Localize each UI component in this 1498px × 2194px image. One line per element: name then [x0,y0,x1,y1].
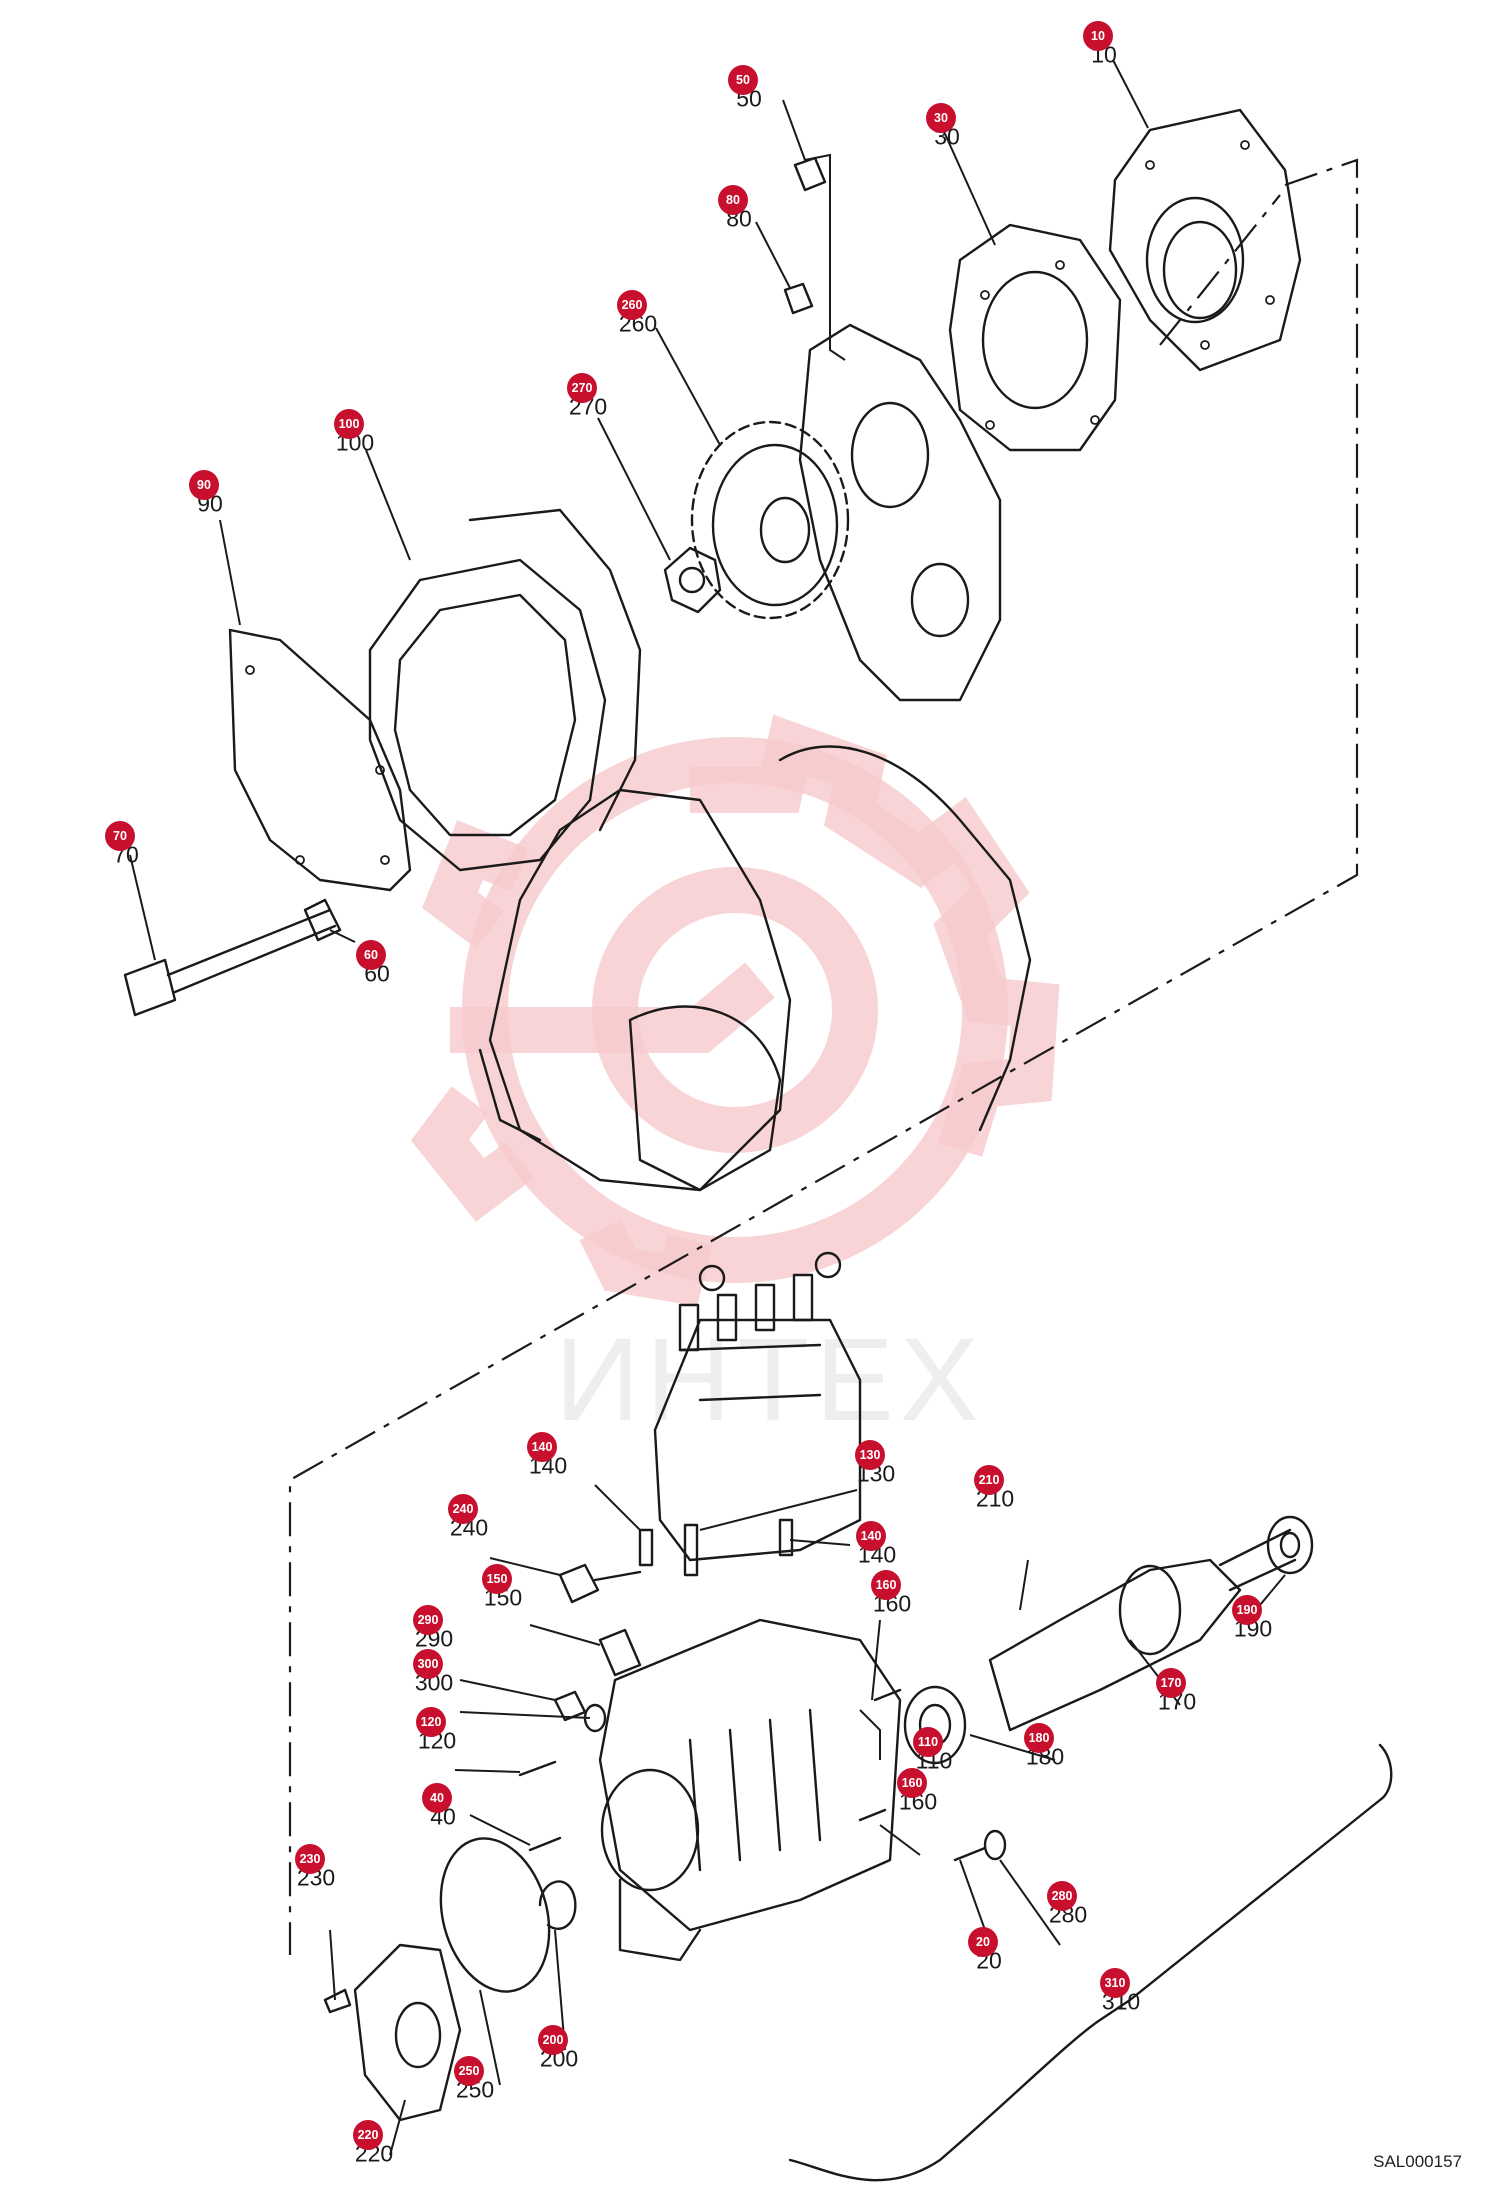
callout-200[interactable]: 200 [538,2025,568,2055]
callout-110[interactable]: 110 [913,1727,943,1757]
watermark-logo [410,714,1060,1307]
gear-case-plate [778,323,1032,1132]
part-50-80-bolts [783,156,827,315]
callout-190[interactable]: 190 [1232,1595,1262,1625]
callout-280[interactable]: 280 [1047,1881,1077,1911]
part-290-300-screw-washer [553,1690,607,1733]
part-90-cover [228,628,412,892]
callout-220[interactable]: 220 [353,2120,383,2150]
leader-lines [129,59,1286,2156]
callout-170[interactable]: 170 [1156,1668,1186,1698]
part-60-bolt [303,898,342,942]
callout-150[interactable]: 150 [482,1564,512,1594]
callout-260[interactable]: 260 [617,290,647,320]
part-30-gasket [948,223,1122,452]
injection-pump-body [598,1318,902,1962]
part-250-o-ring [439,1837,551,1993]
callout-90[interactable]: 90 [189,470,219,500]
engine-block-outline [478,788,792,1192]
callout-60[interactable]: 60 [356,940,386,970]
part-190-coupling [1266,1515,1314,1575]
part-200-clip [538,1880,577,1931]
part-170-camshaft [988,1528,1297,1732]
part-10-seal-housing [1108,108,1302,372]
part-310-bracket [788,1743,1393,2182]
part-150-plug [598,1628,642,1677]
callout-300[interactable]: 300 [413,1649,443,1679]
callout-310[interactable]: 310 [1100,1968,1130,1998]
callout-30[interactable]: 30 [926,103,956,133]
callout-70[interactable]: 70 [105,821,135,851]
callout-240[interactable]: 240 [448,1494,478,1524]
callout-160a[interactable]: 160 [871,1570,901,1600]
callout-180[interactable]: 180 [1024,1723,1054,1753]
part-240-bolt [558,1563,642,1604]
callout-80[interactable]: 80 [718,185,748,215]
callout-10[interactable]: 10 [1083,21,1113,51]
callout-250[interactable]: 250 [454,2056,484,2086]
part-100-housing [368,508,642,872]
callout-290[interactable]: 290 [413,1605,443,1635]
callout-20[interactable]: 20 [968,1927,998,1957]
part-230-screw [323,1988,352,2014]
callout-210[interactable]: 210 [974,1465,1004,1495]
callout-50[interactable]: 50 [728,65,758,95]
callout-40[interactable]: 40 [422,1783,452,1813]
callout-140a[interactable]: 140 [527,1432,557,1462]
part-270-nut [663,546,722,614]
callout-230[interactable]: 230 [295,1844,325,1874]
drawing-code: SAL000157 [1373,2152,1462,2171]
pump-delivery-valves [678,1251,842,1352]
part-260-timing-gear [690,420,850,620]
part-70-bolt [123,908,337,1017]
watermark-text: ИНТЕХ [555,1314,985,1446]
callout-100[interactable]: 100 [334,409,364,439]
callout-130[interactable]: 130 [855,1440,885,1470]
pins [518,1518,1007,1862]
callout-120[interactable]: 120 [416,1707,446,1737]
part-220-flange [353,1943,462,2122]
callout-270[interactable]: 270 [567,373,597,403]
callout-140b[interactable]: 140 [856,1521,886,1551]
callout-160b[interactable]: 160 [897,1768,927,1798]
